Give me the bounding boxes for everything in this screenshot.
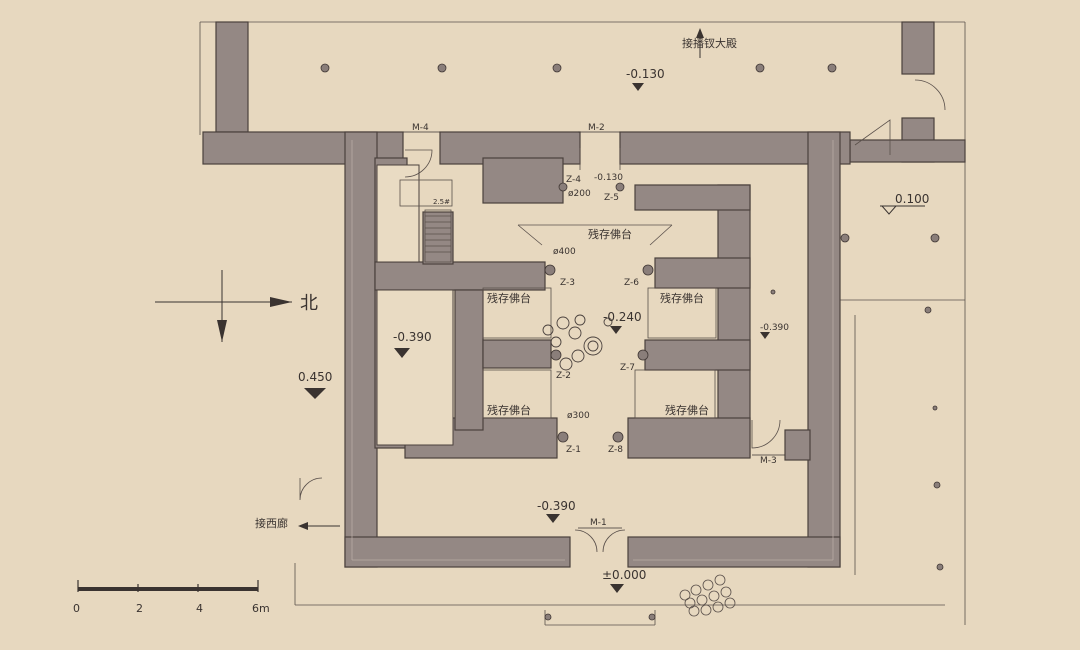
col-z7: Z-7 — [620, 363, 635, 373]
scale-tick-4: 4 — [196, 602, 203, 615]
door-labels: M-4 M-2 M-3 M-1 — [403, 123, 785, 529]
elev-hall-center: -0.240 — [603, 310, 642, 324]
column-labels: Z-4 Z-5 Z-3 Z-6 Z-2 Z-7 Z-1 Z-8 — [556, 175, 639, 455]
elev-outside-west: 0.450 — [298, 370, 332, 384]
elev-east-court: 0.100 — [895, 192, 929, 206]
dim-400: ø400 — [553, 247, 576, 257]
scale-tick-6m: 6m — [252, 602, 270, 615]
outer-walls — [202, 131, 851, 568]
col-z5: Z-5 — [604, 193, 619, 203]
west-annotation: 接西廊 — [255, 516, 288, 530]
dim-300: ø300 — [567, 411, 590, 421]
door-m3: M-3 — [760, 456, 777, 466]
statue-label-nw: 残存佛台 — [487, 291, 531, 305]
col-z1: Z-1 — [566, 445, 581, 455]
scale-tick-2: 2 — [136, 602, 143, 615]
col-z2: Z-2 — [556, 371, 571, 381]
statue-platforms — [482, 224, 717, 419]
col-z3: Z-3 — [560, 278, 575, 288]
top-annotation: 接播钗大殿 — [682, 36, 737, 50]
elev-west-room: -0.390 — [393, 330, 432, 344]
stair — [399, 179, 453, 263]
annotation-arrows — [298, 28, 704, 530]
elev-south-front: -0.390 — [537, 499, 576, 513]
statue-label-sw: 残存佛台 — [487, 403, 531, 417]
top-corridor — [215, 21, 966, 163]
col-z4: Z-4 — [566, 175, 581, 185]
elev-entrance-outside: ±0.000 — [602, 568, 646, 582]
inner-walls-east — [627, 184, 811, 461]
paving-stones — [679, 574, 736, 617]
elev-top-corridor: -0.130 — [626, 67, 665, 81]
statue-label-top: 残存佛台 — [588, 227, 632, 241]
col-z6: Z-6 — [624, 278, 639, 288]
statue-label-se: 残存佛台 — [665, 403, 709, 417]
inner-walls-west — [374, 157, 564, 459]
elev-entrance-inner: -0.130 — [594, 173, 623, 183]
scale-bar: 0 2 4 6m — [73, 580, 270, 615]
columns — [544, 182, 944, 621]
central-rubble — [542, 314, 613, 371]
statue-label-ne: 残存佛台 — [660, 291, 704, 305]
scale-tick-0: 0 — [73, 602, 80, 615]
north-label: 北 — [300, 293, 318, 314]
north-arrow — [155, 270, 292, 342]
door-swings — [299, 79, 946, 553]
door-m1: M-1 — [590, 518, 607, 528]
door-m4: M-4 — [412, 123, 429, 133]
elev-east-corridor: -0.390 — [760, 323, 789, 333]
statue-labels: 残存佛台 残存佛台 残存佛台 残存佛台 残存佛台 — [487, 227, 709, 417]
dimension-notes: ø200 ø400 ø300 2.5# — [433, 189, 591, 421]
col-z8: Z-8 — [608, 445, 623, 455]
elevation-markers: -0.130 -0.130 0.100 -0.240 -0.390 -0.390… — [298, 67, 929, 593]
dim-200: ø200 — [568, 189, 591, 199]
door-m2: M-2 — [588, 123, 605, 133]
dim-stair: 2.5# — [433, 198, 450, 206]
